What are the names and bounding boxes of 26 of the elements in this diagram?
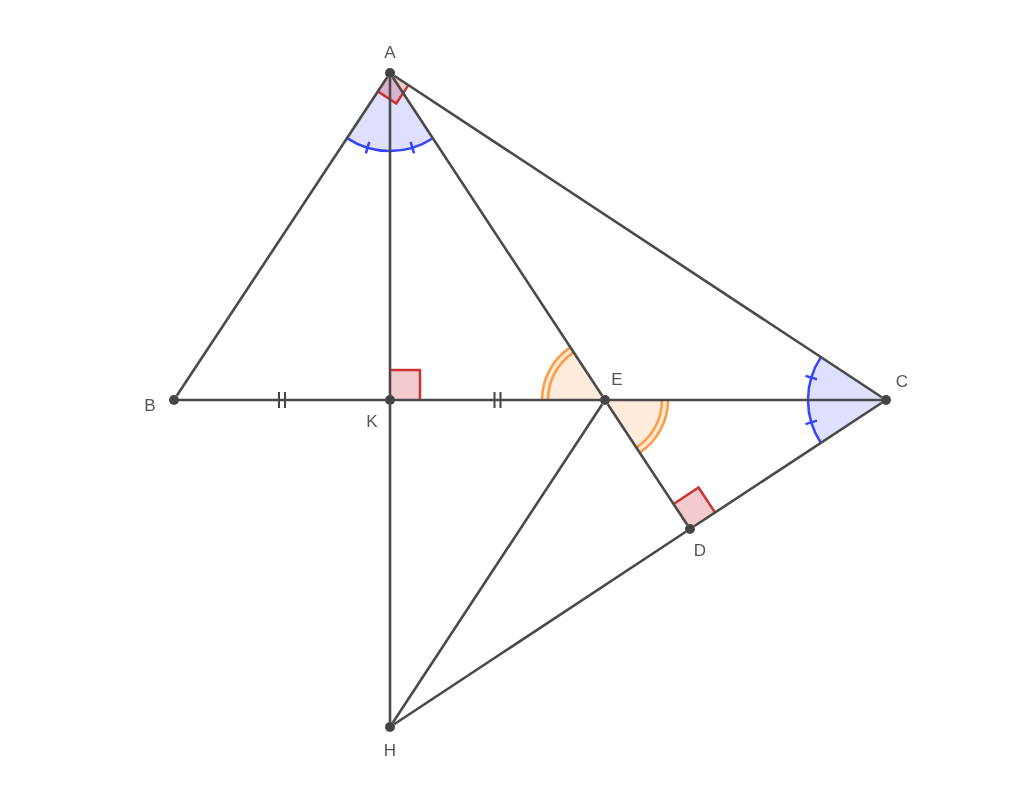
point-label: K xyxy=(366,412,378,432)
point-dot xyxy=(385,68,395,78)
line-segment xyxy=(395,398,600,402)
point-dot xyxy=(169,395,179,405)
line-segment xyxy=(393,74,883,399)
line-segment xyxy=(179,398,385,402)
point-dot xyxy=(385,722,395,732)
line-segment xyxy=(388,78,392,395)
point-label: C xyxy=(895,372,909,392)
line-segment xyxy=(388,405,392,722)
point-label: D xyxy=(693,541,707,561)
line-segment xyxy=(393,530,687,726)
line-segment xyxy=(391,403,604,724)
line-segment xyxy=(693,401,883,528)
point-label: E xyxy=(611,370,623,390)
point-label: A xyxy=(384,43,396,63)
line-segment xyxy=(610,398,881,402)
point-dot xyxy=(600,395,610,405)
line-segment xyxy=(606,403,689,526)
point-label: H xyxy=(383,741,397,761)
line-segment xyxy=(175,76,389,397)
point-dot xyxy=(881,395,891,405)
point-dot xyxy=(685,524,695,534)
point-dot xyxy=(385,395,395,405)
point-label: B xyxy=(144,396,156,416)
line-segment xyxy=(391,76,604,397)
